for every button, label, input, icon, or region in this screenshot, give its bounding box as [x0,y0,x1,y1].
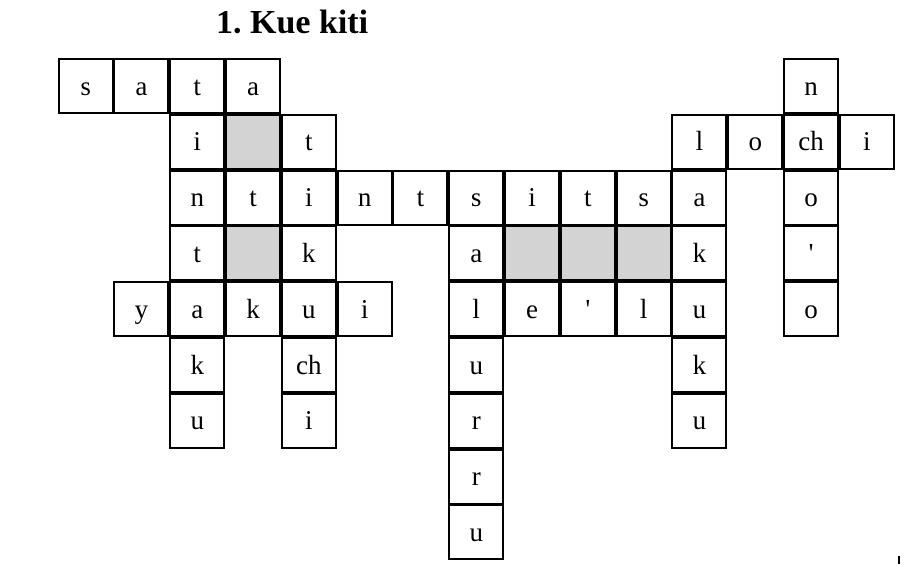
crossword-cell[interactable]: s [448,169,505,226]
crossword-cell[interactable]: ch [783,113,839,170]
crossword-cell[interactable]: a [113,58,170,114]
shaded-crossword-cell[interactable] [225,113,281,170]
crossword-cell[interactable]: r [448,448,505,505]
crossword-cell[interactable]: n [336,169,393,226]
crossword-cell[interactable]: n [169,169,226,226]
shaded-crossword-cell[interactable] [225,225,281,282]
crossword-cell[interactable]: a [225,58,281,114]
crossword-cell[interactable]: i [169,113,226,170]
crossword-cell[interactable]: t [280,113,337,170]
crossword-cell[interactable]: t [169,58,226,114]
crossword-cell[interactable]: ch [280,337,337,393]
crossword-cell[interactable]: i [838,113,895,170]
crossword-cell[interactable]: u [671,392,728,449]
crossword-cell[interactable]: k [671,225,728,282]
crossword-cell[interactable]: y [113,281,170,338]
crossword-cell[interactable]: i [504,169,560,226]
crossword-cell[interactable]: ' [559,281,616,338]
crossword-cell[interactable]: t [225,169,281,226]
crossword-cell[interactable]: a [671,169,728,226]
crossword-cell[interactable]: u [169,392,226,449]
shaded-crossword-cell[interactable] [504,225,560,282]
shaded-crossword-cell[interactable] [559,225,616,282]
crossword-cell[interactable]: l [448,281,505,338]
crossword-cell[interactable]: u [671,281,728,338]
crossword-cell[interactable]: k [671,337,728,393]
crossword-cell[interactable]: k [280,225,337,282]
crossword-cell[interactable]: s [615,169,672,226]
crossword-cell[interactable]: k [225,281,281,338]
crossword-cell[interactable]: s [57,58,114,114]
crossword-cell[interactable]: ' [783,225,839,282]
crossword-cell[interactable]: r [448,392,505,449]
crossword-cell[interactable]: l [615,281,672,338]
edge-mark [898,556,900,564]
crossword-cell[interactable]: i [280,169,337,226]
crossword-cell[interactable]: a [169,281,226,338]
crossword-cell[interactable]: a [448,225,505,282]
crossword-cell[interactable]: t [559,169,616,226]
crossword-cell[interactable]: n [783,58,839,114]
crossword-cell[interactable]: e [504,281,560,338]
crossword-cell[interactable]: t [392,169,449,226]
crossword-cell[interactable]: i [336,281,393,338]
puzzle-title: 1. Kue kiti [216,4,369,41]
crossword-cell[interactable]: o [727,113,784,170]
crossword-cell[interactable]: u [448,504,505,561]
crossword-cell[interactable]: u [280,281,337,338]
crossword-cell[interactable]: o [783,281,839,338]
crossword-cell[interactable]: i [280,392,337,449]
crossword-cell[interactable]: o [783,169,839,226]
crossword-cell[interactable]: k [169,337,226,393]
shaded-crossword-cell[interactable] [615,225,672,282]
crossword-cell[interactable]: l [671,113,728,170]
crossword-cell[interactable]: t [169,225,226,282]
crossword-cell[interactable]: u [448,337,505,393]
